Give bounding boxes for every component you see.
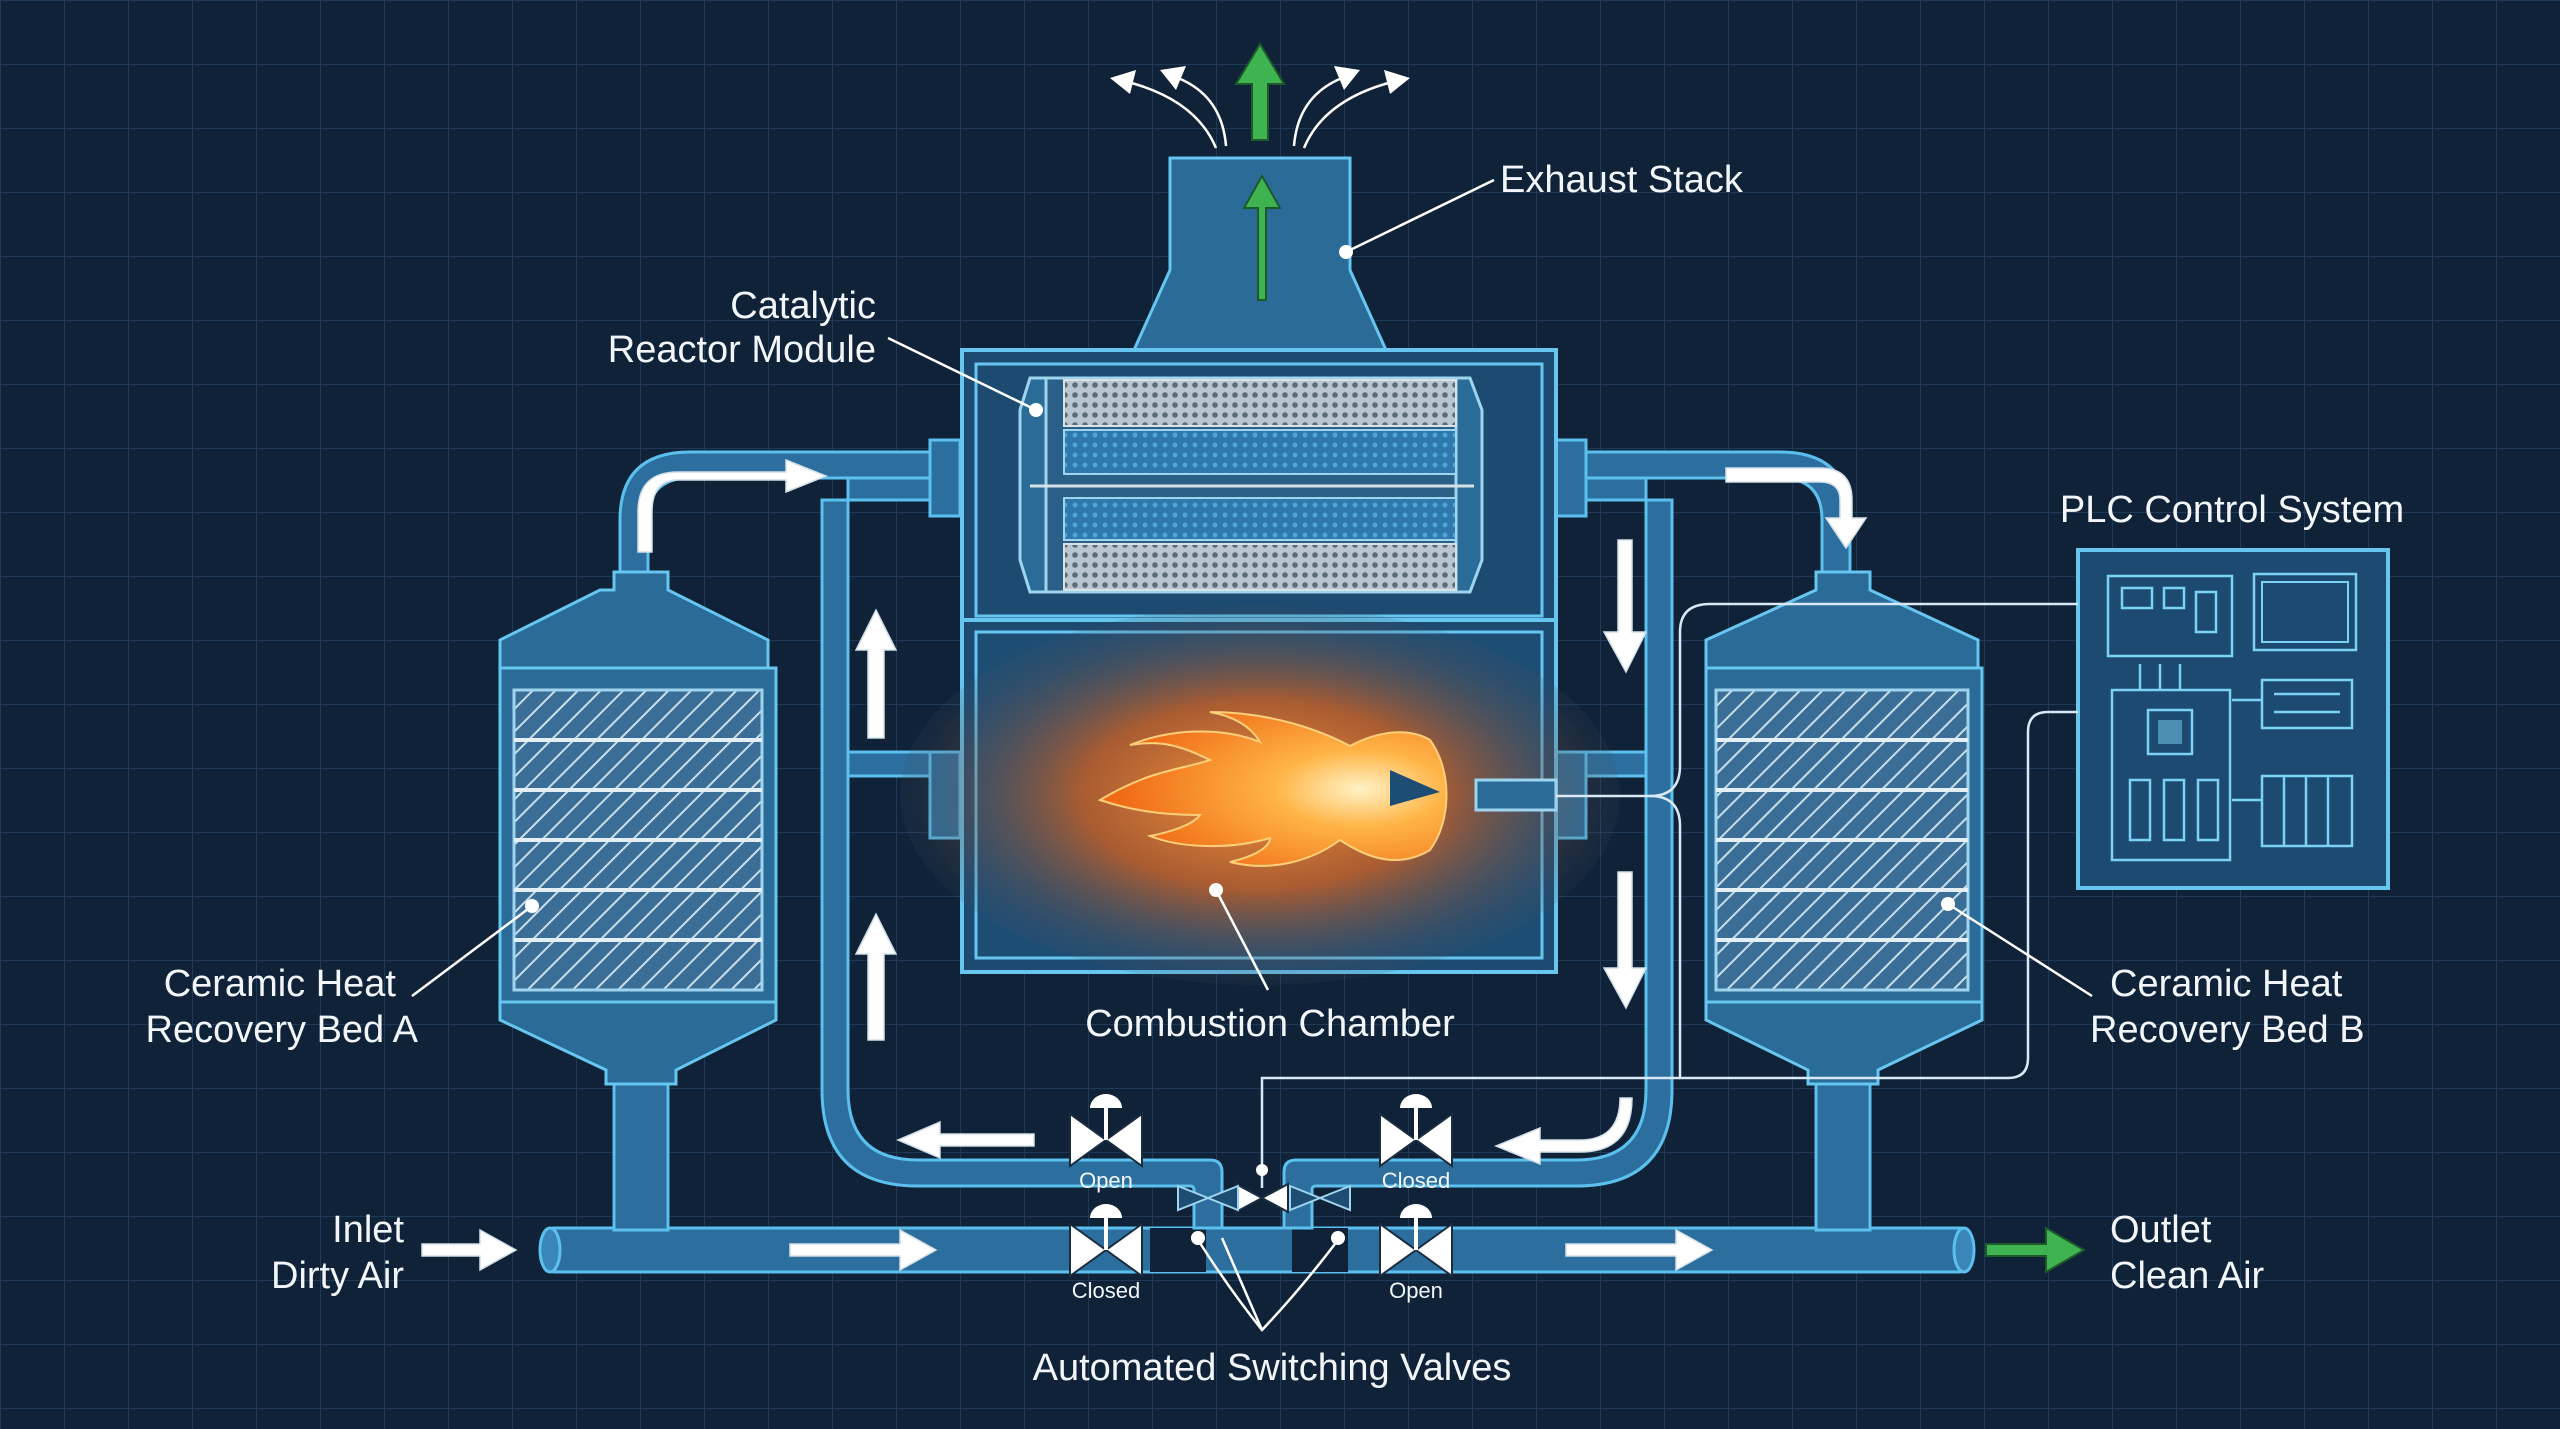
catalytic-label-line1: Catalytic [730,285,876,327]
ceramic-bed-a [498,570,778,1232]
valve-lower-right-label: Open [1389,1278,1443,1303]
ceramic-bed-b [1704,570,1984,1232]
flow-arrow-icon [637,458,829,553]
valve-small-right-icon [1289,1184,1351,1212]
flow-arrow-icon [421,1228,518,1272]
flow-arrow-icon [1602,539,1648,674]
switching-valves [1068,1092,1454,1278]
exhaust-plume [1110,42,1410,149]
catalytic-label-line2: Reactor Module [608,329,876,371]
combustion-chamber [900,605,1620,985]
flame-icon [1097,711,1448,867]
inlet-label-line2: Dirty Air [271,1255,404,1297]
combustion-label: Combustion Chamber [1085,1003,1455,1045]
outlet-label-line2: Clean Air [2110,1255,2265,1297]
flow-arrow-icon [854,608,898,739]
clean-exhaust-arrow-icon [1234,42,1286,141]
flow-arrow-icon [854,912,898,1041]
outlet-label-line1: Outlet [2110,1209,2212,1251]
flow-arrow-icon [789,1228,938,1272]
bed-a-label-line1: Ceramic Heat [164,963,397,1005]
bed-b-label-line1: Ceramic Heat [2110,963,2343,1005]
exhaust-stack-label: Exhaust Stack [1500,159,1744,201]
flow-arrow-icon [1725,467,1868,550]
plc-label: PLC Control System [2060,489,2404,531]
plc-control-system [2076,548,2390,890]
labels: Exhaust Stack Catalytic Reactor Module P… [146,159,2405,1389]
flow-arrows [421,458,1868,1272]
outlet-arrow-icon [1985,1226,2086,1274]
flow-arrow-icon [1565,1228,1714,1272]
bed-a-label-line2: Recovery Bed A [146,1009,419,1051]
valve-lower-left-label: Closed [1072,1278,1140,1303]
valve-upper-left-label: Open [1079,1168,1133,1193]
bed-b-label-line2: Recovery Bed B [2090,1009,2365,1051]
exhaust-stack [1131,156,1389,352]
inlet-label-line1: Inlet [332,1209,404,1251]
flow-arrow-icon [1602,871,1648,1010]
inlet-outlet-main-pipe [538,1226,1976,1274]
catalytic-reactor-module [1018,376,1484,594]
control-wiring [1260,602,2078,1188]
switching-valves-label: Automated Switching Valves [1033,1347,1512,1389]
exhaust-up-arrow-icon [1242,173,1282,301]
burner-nozzle [1474,778,1558,812]
circuit-board-icon [2106,572,2358,862]
valve-small-left-icon [1177,1184,1239,1212]
flow-arrow-icon [896,1120,1035,1160]
leader-lines [411,178,2093,1332]
flow-arrow-icon [1494,1097,1633,1166]
valve-upper-right-label: Closed [1382,1168,1450,1193]
